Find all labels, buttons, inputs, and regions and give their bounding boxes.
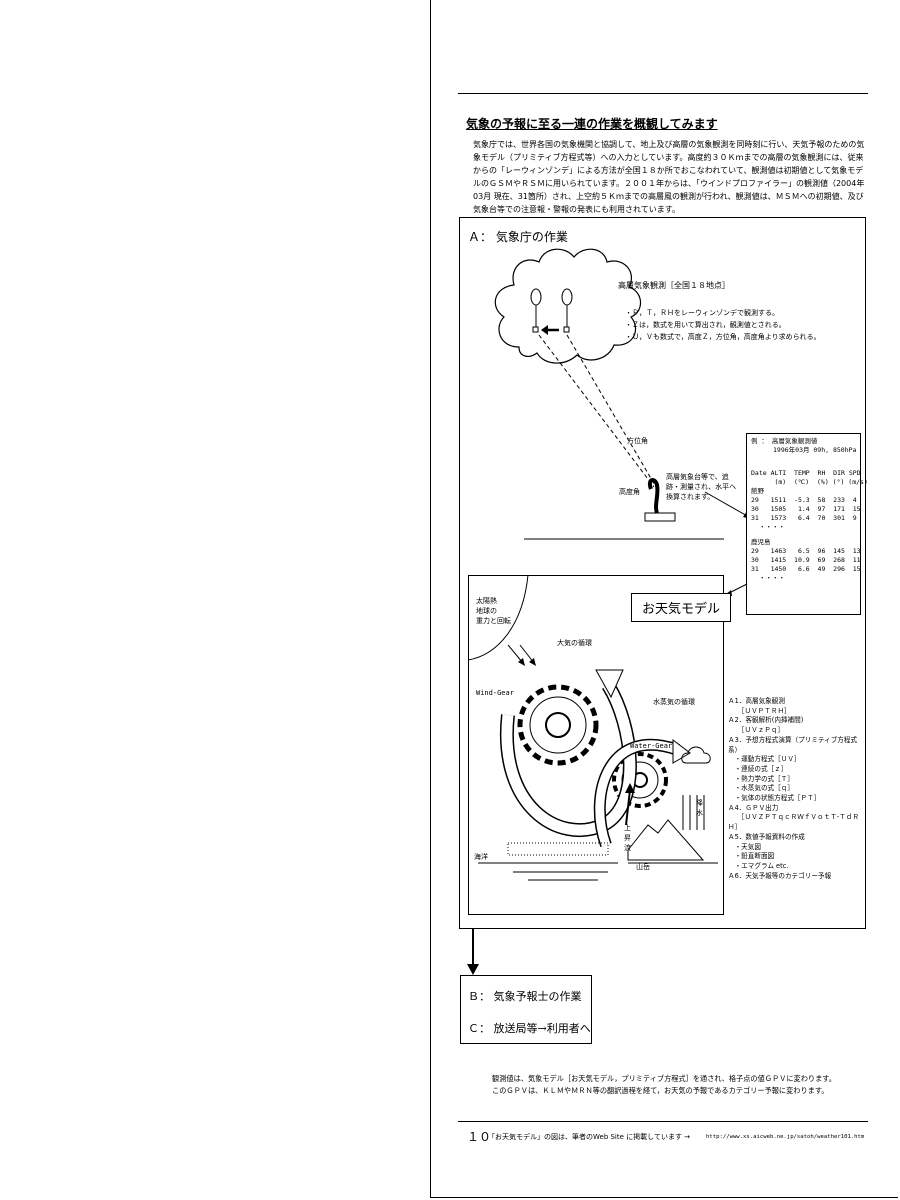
list-item: ・天気図 <box>728 842 761 851</box>
vapor-circulation-label: 水蒸気の循環 <box>653 698 695 706</box>
wind-gear-label: Wind-Gear <box>476 689 514 697</box>
cloud-shape <box>494 248 642 364</box>
rising-flow-arrow <box>625 783 635 826</box>
table-units: (m) (℃) (%) (°) (m/s) <box>751 478 868 486</box>
list-item: ・鉛直断面図 <box>728 852 775 861</box>
table-row: 31 1450 6.6 49 296 15 <box>751 565 861 573</box>
table-ellipsis: ・・・・ <box>759 523 785 531</box>
table-row: 30 1505 1.4 97 171 15 <box>751 505 861 513</box>
rising-flow-label: 上昇流 <box>624 824 631 852</box>
sea-lines <box>478 862 718 881</box>
obs-item: ・Ｕ，Ｖも数式で，高度Ｚ，方位角，高度角より求められる。 <box>625 333 821 341</box>
list-item: ・熱力学の式［Ｔ］ <box>728 774 794 783</box>
atmosphere-circulation-arrow <box>499 669 637 837</box>
observer-figure <box>644 478 676 522</box>
rain-label: 降水 <box>696 799 703 817</box>
wind-gear-icon <box>517 684 599 766</box>
section-b-label: Ｂ： 気象予報士の作業 <box>468 990 582 1003</box>
azimuth-label: 方位角 <box>627 437 648 445</box>
elevation-label: 高度角 <box>619 488 640 496</box>
obs-item: ・Ｐ，Ｔ，ＲＨをレーウィンゾンデで観測する。 <box>625 309 779 317</box>
list-item: Ａ5．数値予報資料の作成 <box>728 832 805 841</box>
mountain-shape <box>627 819 705 861</box>
balloon-right <box>561 288 573 333</box>
list-item: ・運動方程式［ＵＶ］ <box>728 755 801 764</box>
table-header-sub: 1996年03月 09h, 850hPa <box>773 446 857 454</box>
ocean-dots <box>507 842 609 856</box>
intro-paragraph: 気象庁では、世界各国の気象機関と協調して、地上及び高層の気象観測を同時刻に行い、… <box>473 140 865 214</box>
page-title: 気象の予報に至る一連の作業を概観してみます <box>466 117 718 131</box>
obs-item: ・Ｚは，数式を用いて算出され，観測値とされる。 <box>625 321 786 329</box>
section-a-title: Ａ： 気象庁の作業 <box>468 230 568 244</box>
header-rule <box>458 93 868 94</box>
drift-arrow <box>541 325 559 335</box>
list-item: ・水蒸気の式［ｑ］ <box>728 784 794 793</box>
page-frame <box>430 0 898 1198</box>
tracking-lines <box>538 334 657 488</box>
observation-table: 例 ： 高層気象観測値 1996年03月 09h, 850hPa Date AL… <box>746 433 868 615</box>
sun-label: 太陽熱 地球の 重力と回転 <box>476 597 511 625</box>
list-item: ・気体の状態方程式［ＰＴ］ <box>728 794 821 803</box>
table-row: 30 1415 10.9 69 268 11 <box>751 556 861 564</box>
list-item: ［ＵＶＰＴＲＨ］ <box>728 706 791 715</box>
list-item: ・連続の式［ｚ］ <box>728 764 788 773</box>
list-item: Ａ4．ＧＰＶ出力 <box>728 803 779 812</box>
summary-line: このＧＰＶは、ＫＬＭやＭＲＮ等の翻訳過程を経て，お天気の予報であるカテゴリー予報… <box>492 1086 829 1095</box>
list-item: Ａ2．客観解析(内挿補間) <box>728 716 804 725</box>
list-item: ・エマグラム etc. <box>728 861 789 870</box>
footer-note: 「お天気モデル」の図は、筆者のWeb Site に掲載しています → <box>488 1133 691 1141</box>
table-row: 31 1573 6.4 70 301 9 <box>751 514 857 522</box>
list-item: ［ＵＶＺＰＴｑｃＲＷｆＶｏｔＴ-ＴｄＲＨ］ <box>728 813 859 832</box>
footer-url[interactable]: http://www.xs.aicweb.ne.jp/satoh/weather… <box>706 1134 865 1140</box>
obs-title: 高層気象観測［全国１８地点］ <box>618 281 730 290</box>
cloud-icon <box>681 746 711 764</box>
list-item: Ａ6．天気予報等のカテゴリー予報 <box>728 871 832 880</box>
observer-note: 高層気象台等で、追跡・測量され、水平へ換算されます。 <box>666 473 737 501</box>
down-arrow-icon <box>467 928 479 975</box>
table-columns: Date ALTI TEMP RH DIR SPD <box>751 469 861 477</box>
table-group-label: 鹿児島 <box>751 538 771 546</box>
weather-model-diagram <box>468 575 718 881</box>
section-bc-box <box>460 975 592 1044</box>
footer-rule <box>458 1121 868 1122</box>
table-row: 29 1463 6.5 96 145 13 <box>751 547 861 555</box>
water-gear-label: Water-Gear <box>630 742 673 750</box>
sun-arrows <box>507 644 536 666</box>
page-number: １０ <box>467 1130 492 1144</box>
atmosphere-circulation-label: 大気の循環 <box>557 639 592 647</box>
list-item: ［ＵＶｚＰｑ］ <box>728 726 785 735</box>
section-c-label: Ｃ： 放送局等→利用者へ <box>468 1022 591 1035</box>
mountain-label: 山岳 <box>636 863 650 871</box>
table-ellipsis: ・・・・ <box>759 574 785 582</box>
summary-line: 観測値は、気象モデル［お天気モデル，プリミティブ方程式］を通され、格子点の値ＧＰ… <box>492 1074 836 1083</box>
list-item: Ａ3．予想方程式演算（プリミティブ方程式系） <box>728 735 858 754</box>
model-title: お天気モデル <box>631 593 732 622</box>
table-group-label: 館野 <box>751 487 764 495</box>
sun-arc <box>468 575 529 661</box>
list-item: Ａ1．高層気象観測 <box>728 697 785 705</box>
table-header: 例 ： 高層気象観測値 <box>751 437 818 445</box>
table-row: 29 1511 -5.3 58 233 4 <box>751 496 857 504</box>
ocean-label: 海洋 <box>474 853 488 861</box>
rain-arrows <box>682 795 705 830</box>
process-steps: Ａ1．高層気象観測 ［ＵＶＰＴＲＨ］ Ａ2．客観解析(内挿補間) ［ＵＶｚＰｑ］… <box>728 697 864 881</box>
balloon-left <box>530 288 542 333</box>
